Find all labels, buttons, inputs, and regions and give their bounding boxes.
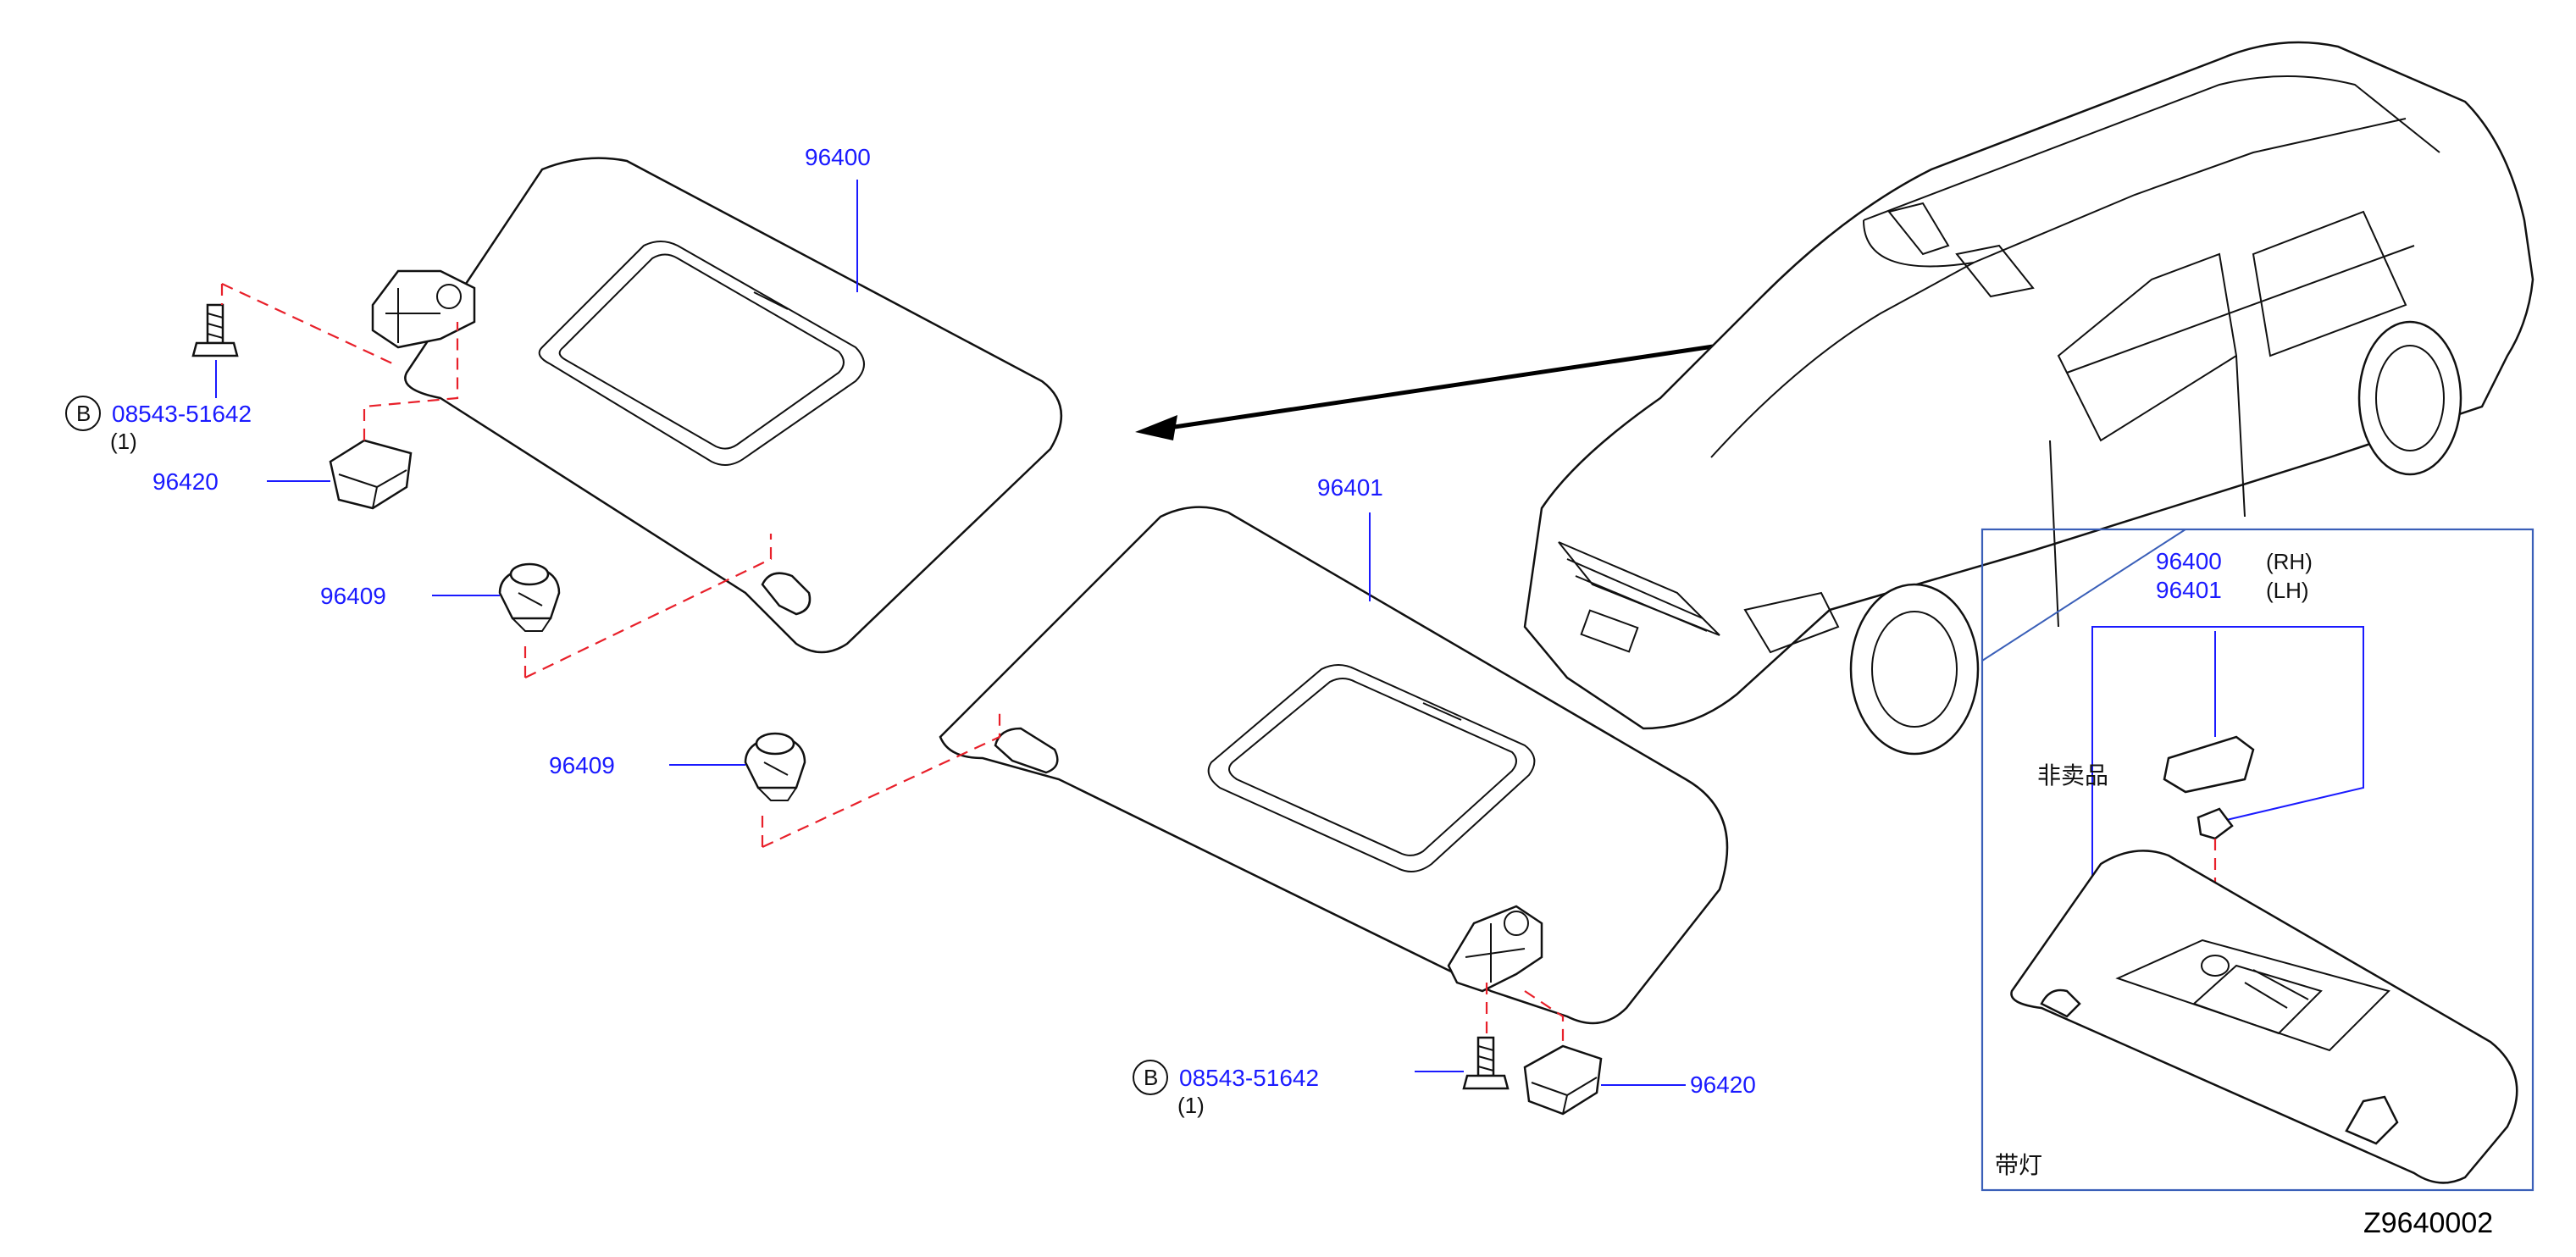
label-visor-rh: 96400 [805, 144, 871, 170]
leader-lines [215, 180, 1686, 1086]
clip-lower [744, 732, 806, 801]
labels: 96400 96401 96420 96420 96409 96409 B 08… [65, 144, 2493, 1239]
sun-visor-lower [939, 506, 1729, 1025]
dashed-guides [220, 283, 1565, 1046]
inset-rh-no: 96400 [2156, 548, 2222, 574]
label-clip-upper: 96409 [320, 583, 386, 609]
bolt-upper [191, 303, 239, 357]
holder-right [1523, 1044, 1603, 1116]
label-bolt-lower: 08543-51642 [1179, 1065, 1319, 1091]
sun-visor-upper [371, 157, 1063, 654]
inset-panel [1980, 528, 2534, 1192]
label-holder-left: 96420 [152, 468, 219, 495]
inset-rh-side: (RH) [2266, 549, 2313, 574]
label-visor-lh: 96401 [1317, 474, 1383, 501]
inset-lh-side: (LH) [2266, 578, 2309, 603]
label-clip-lower: 96409 [549, 752, 615, 778]
clip-upper [498, 562, 561, 632]
inset-not-sold: 非卖品 [2037, 761, 2108, 789]
bolt-upper-circle [65, 396, 101, 431]
bolt-lower [1462, 1036, 1510, 1090]
bolt-upper-qty: (1) [110, 429, 137, 454]
label-holder-right: 96420 [1690, 1071, 1756, 1098]
label-bolt-upper: 08543-51642 [112, 401, 252, 427]
bolt-lower-circle [1133, 1060, 1168, 1095]
inset-with-lamp: 带灯 [1995, 1151, 2042, 1179]
bolt-lower-prefix: B [1144, 1065, 1158, 1090]
car-illustration [1523, 41, 2534, 756]
holder-left [329, 439, 413, 510]
diagram-code: Z9640002 [2363, 1207, 2493, 1239]
bolt-lower-qty: (1) [1177, 1093, 1205, 1118]
bolt-upper-prefix: B [76, 401, 91, 426]
inset-lh-no: 96401 [2156, 577, 2222, 603]
